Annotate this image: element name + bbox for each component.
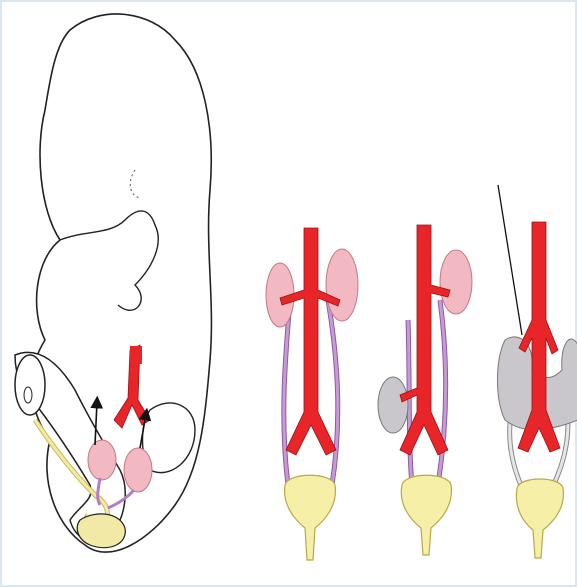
stage2-kidney-left bbox=[378, 377, 408, 433]
stage-2 bbox=[378, 225, 472, 555]
tail-cut-end bbox=[15, 355, 45, 415]
stage2-bladder bbox=[401, 475, 451, 555]
stage-1 bbox=[266, 228, 358, 560]
embryo-side-view bbox=[15, 14, 211, 552]
embryo-kidney-left bbox=[88, 440, 116, 480]
stage2-kidney-right bbox=[440, 250, 472, 314]
embryo-body-outline bbox=[32, 14, 212, 552]
stage-3 bbox=[498, 185, 577, 558]
stage3-bladder bbox=[516, 479, 563, 558]
stage1-bladder bbox=[285, 475, 336, 560]
stage1-kidney-right bbox=[326, 249, 358, 321]
stage1-ureter-right-fill bbox=[328, 300, 338, 485]
stage3-pointer-line bbox=[498, 185, 522, 335]
embryo-kidney-right bbox=[124, 448, 152, 492]
embryo-aorta-top bbox=[130, 346, 142, 364]
